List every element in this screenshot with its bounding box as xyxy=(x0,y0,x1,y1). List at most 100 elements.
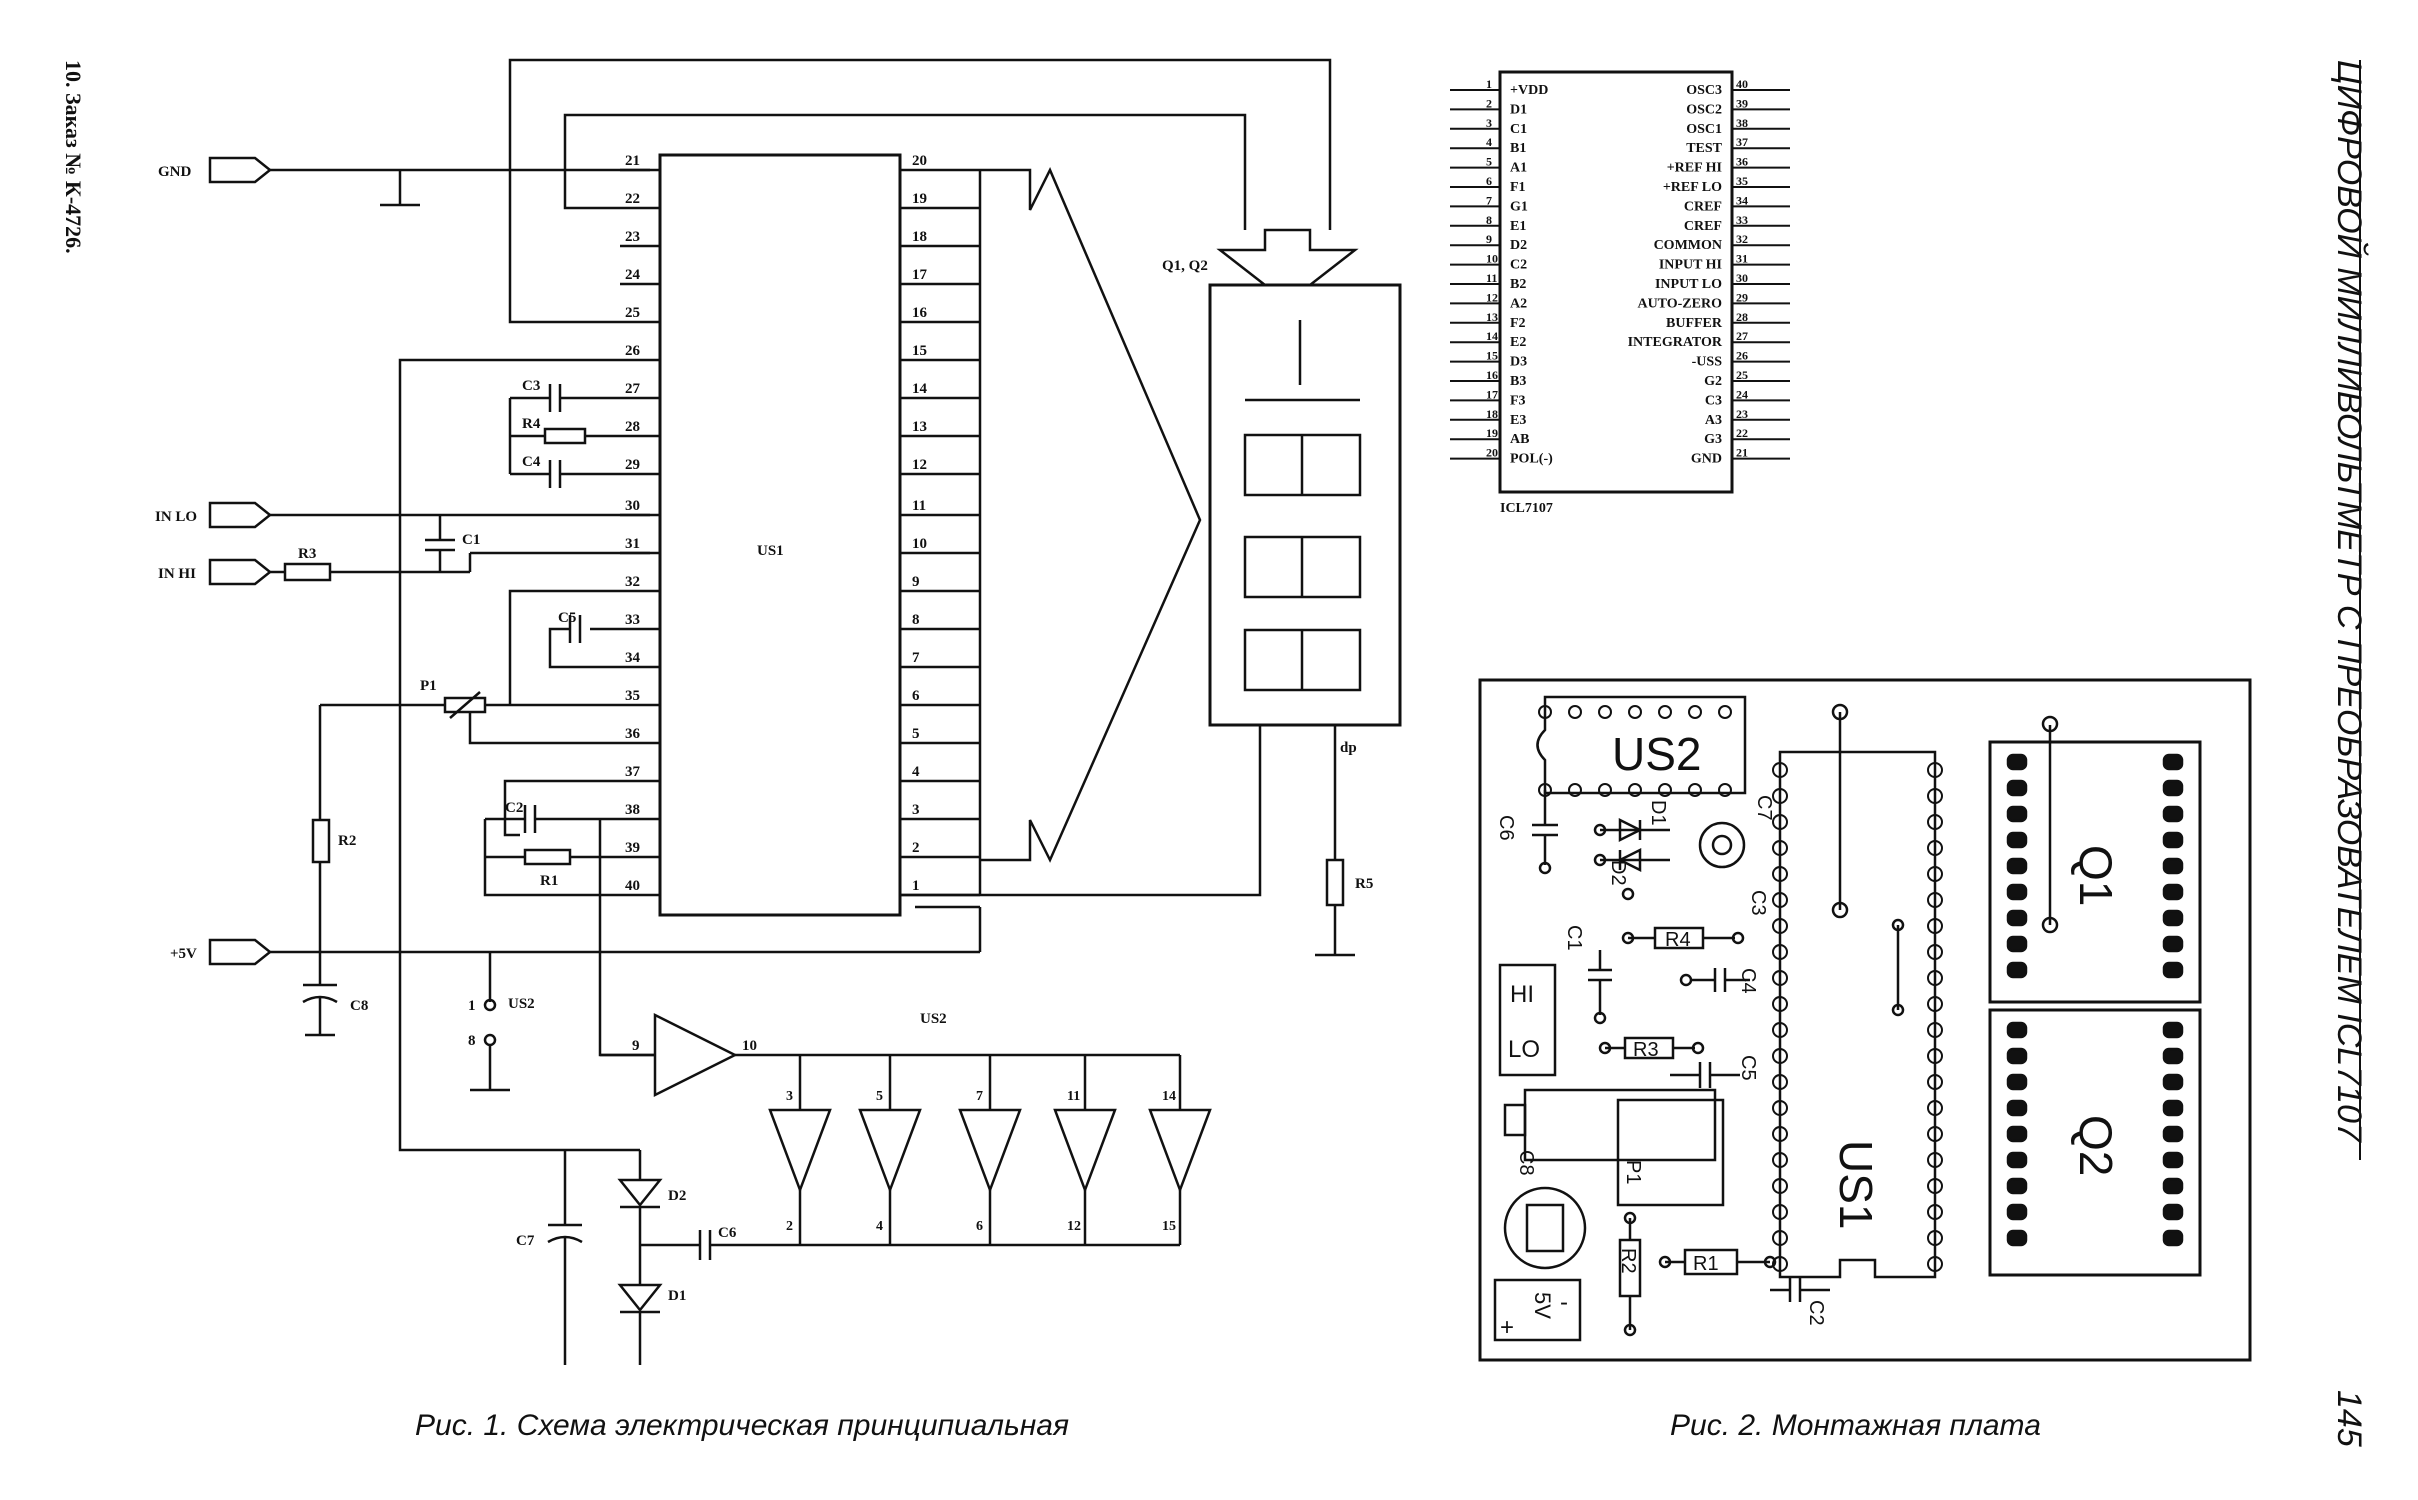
pinout-pin-signal: D3 xyxy=(1510,355,1527,370)
pcb-pad xyxy=(2164,1127,2182,1141)
us1-pcb-label: US1 xyxy=(1830,1140,1882,1229)
pcb-pad xyxy=(1928,893,1942,907)
pcb-labels: US2 US1 Q1 Q2 C6 D1 D2 C7 C3 R4 C4 C1 HI… xyxy=(1495,728,2122,1341)
pcb-pad xyxy=(1539,706,1551,718)
pin-label: 9 xyxy=(912,574,920,590)
c4-pcb-label: C4 xyxy=(1737,968,1759,994)
r2-pcb-label: R2 xyxy=(1617,1248,1639,1274)
inv-pin: 5 xyxy=(876,1089,883,1104)
c4-label: C4 xyxy=(522,454,541,470)
pcb-pad xyxy=(1659,784,1671,796)
pcb-pad xyxy=(2008,1231,2026,1245)
hi-pcb-label: HI xyxy=(1510,981,1534,1008)
schematic-labels: GND IN LO IN HI +5V US1 Q1, Q2 dp C3 R4 … xyxy=(155,164,1373,1304)
r3-label: R3 xyxy=(298,546,316,562)
inv-pin: 12 xyxy=(1067,1219,1081,1234)
r1-pcb-label: R1 xyxy=(1693,1253,1719,1275)
pinout-pin-number: 14 xyxy=(1486,329,1498,343)
us1-pcb-pins xyxy=(1773,763,1942,1271)
pin-label: 18 xyxy=(912,229,927,245)
pinout-pin-signal: TEST xyxy=(1686,141,1722,156)
pcb-pad xyxy=(2164,937,2182,951)
pin-label: 32 xyxy=(625,574,640,590)
pin-label: 15 xyxy=(912,343,927,359)
pcb-pad xyxy=(1773,1049,1787,1063)
pinout-pin-signal: AB xyxy=(1510,432,1529,447)
plus5v-terminal xyxy=(210,907,980,964)
pinout-pin-signal: C1 xyxy=(1510,122,1527,137)
q1-pcb-label: Q1 xyxy=(2070,845,2122,906)
pin-label: 37 xyxy=(625,764,641,780)
fig2-caption: Рис. 2. Монтажная плата xyxy=(1670,1409,2041,1442)
pcb-pad xyxy=(2164,859,2182,873)
pcb-pad xyxy=(2008,807,2026,821)
pcb-pad xyxy=(1928,841,1942,855)
pcb-pad xyxy=(2008,1205,2026,1219)
pinout-pin-number: 40 xyxy=(1736,77,1748,91)
c3-pcb-label: C3 xyxy=(1747,890,1769,916)
pinout-pin-signal: C3 xyxy=(1705,393,1722,408)
pcb-pad xyxy=(1773,867,1787,881)
us2-pins xyxy=(1539,706,1731,796)
pcb-pad xyxy=(2164,1153,2182,1167)
pcb-pad xyxy=(1928,867,1942,881)
pinout-pin-number: 24 xyxy=(1736,387,1748,401)
pcb-pad xyxy=(1928,1049,1942,1063)
pin-label: 20 xyxy=(912,153,927,169)
pcb-layout xyxy=(1480,680,2250,1360)
pin-label: 25 xyxy=(625,305,640,321)
pcb-pad xyxy=(1773,841,1787,855)
pcb-pad xyxy=(2164,1023,2182,1037)
pcb-pad xyxy=(1599,784,1611,796)
inv-pin: 2 xyxy=(786,1219,793,1234)
d1-label: D1 xyxy=(668,1288,686,1304)
pinout-pin-signal: B1 xyxy=(1510,141,1526,156)
pcb-pad xyxy=(2164,963,2182,977)
pinout-pin-signal: OSC3 xyxy=(1686,83,1722,98)
pinout-pin-number: 20 xyxy=(1486,446,1498,460)
pin-label: 39 xyxy=(625,840,640,856)
pin-label: 29 xyxy=(625,457,640,473)
pinout-pin-signal: CREF xyxy=(1684,199,1722,214)
us1-right-pin-labels: 20 19 18 17 16 15 14 13 12 11 10 9 8 7 6… xyxy=(912,153,928,894)
pcb-pad xyxy=(1773,919,1787,933)
pcb-pad xyxy=(2164,755,2182,769)
pinout-pin-number: 25 xyxy=(1736,368,1748,382)
q2-block xyxy=(1990,1010,2200,1275)
pcb-pad xyxy=(1773,789,1787,803)
r4-pcb-label: R4 xyxy=(1665,929,1691,951)
side-note: 10. Заказ № К-4726. xyxy=(61,60,86,254)
pinout-pin-number: 39 xyxy=(1736,96,1748,110)
pcb-pad xyxy=(1569,706,1581,718)
pcb-pad xyxy=(1928,1075,1942,1089)
pinout-pin-number: 13 xyxy=(1486,310,1498,324)
segment-bus xyxy=(980,170,1200,895)
pcb-pad xyxy=(2164,1101,2182,1115)
d2-pcb-label: D2 xyxy=(1607,860,1629,886)
pcb-pad xyxy=(1928,763,1942,777)
pinout-pin-number: 9 xyxy=(1486,232,1492,246)
pinout-pin-number: 31 xyxy=(1736,252,1748,266)
pinout-pin-number: 34 xyxy=(1736,193,1748,207)
pcb-pad xyxy=(1569,784,1581,796)
dp-label: dp xyxy=(1340,740,1357,756)
pinout-pin-signal: COMMON xyxy=(1654,238,1722,253)
pcb-pad xyxy=(1928,1023,1942,1037)
in-lo-terminal xyxy=(210,503,650,527)
pcb-pad xyxy=(2164,1205,2182,1219)
in-hi-terminal xyxy=(210,553,650,584)
pinout-pin-signal: A3 xyxy=(1705,413,1722,428)
d1-pcb-label: D1 xyxy=(1647,800,1669,826)
pcb-pad xyxy=(1928,919,1942,933)
pinout-pin-signal: INTEGRATOR xyxy=(1628,335,1723,350)
pin-label: 36 xyxy=(625,726,641,742)
pinout-pin-number: 22 xyxy=(1736,426,1748,440)
c1-label: C1 xyxy=(462,532,480,548)
d2-label: D2 xyxy=(668,1188,686,1204)
pinout-pin-number: 4 xyxy=(1486,135,1492,149)
pinout-pin-signal: G1 xyxy=(1510,199,1528,214)
c7-label: C7 xyxy=(516,1233,535,1249)
gnd-terminal xyxy=(210,158,650,205)
pcb-pad xyxy=(1773,1153,1787,1167)
